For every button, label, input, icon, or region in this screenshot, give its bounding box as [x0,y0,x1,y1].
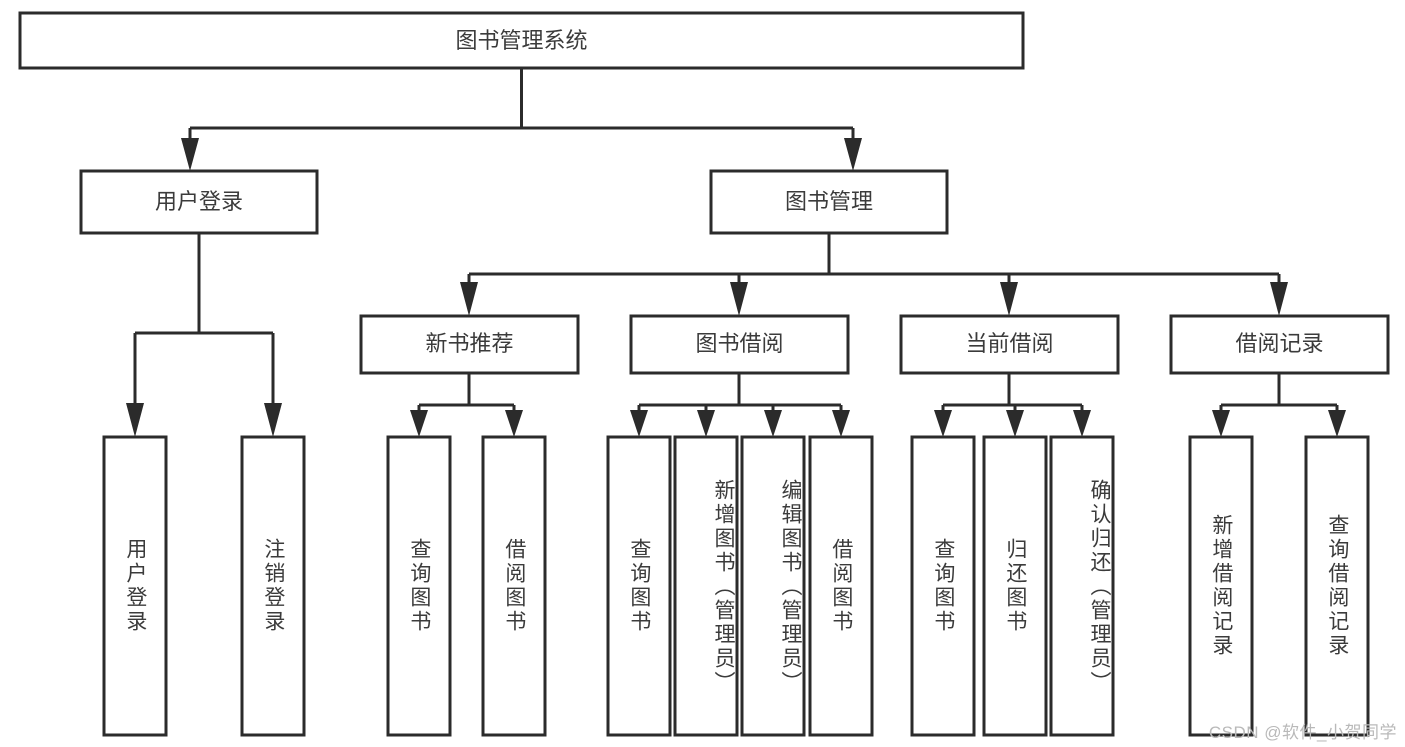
node-new-book-recommend[interactable]: 新书推荐 [359,314,580,375]
node-leaf-query-book-cur-box[interactable] [910,435,976,737]
arrow-head-icon [1006,410,1024,437]
connector-root-to-level2 [181,68,862,171]
node-book-borrow-box [629,314,850,375]
connector-borrow-record-to-leaves [1212,373,1346,437]
arrow-head-icon [1212,410,1230,437]
node-user-login-box [79,169,319,235]
arrow-head-icon [460,282,478,316]
csdn-watermark: CSDN @软件_小贺同学 [1208,723,1397,742]
node-root-box [18,11,1025,70]
arrow-head-icon [505,410,523,437]
arrow-head-icon [730,282,748,316]
node-book-manage[interactable]: 图书管理 [709,169,949,235]
arrow-head-icon [844,138,862,171]
node-current-borrow[interactable]: 当前借阅 [899,314,1120,375]
arrow-head-icon [630,410,648,437]
node-leaf-borrow-book-brw-box[interactable] [808,435,874,737]
node-book-borrow-label: 图书借阅 [695,331,783,356]
node-leaf-edit-book-admin-box[interactable] [740,435,806,737]
leaf-boxes [102,435,1370,737]
node-leaf-return-book-box[interactable] [982,435,1048,737]
arrow-head-icon [1073,410,1091,437]
node-user-login[interactable]: 用户登录 [79,169,319,235]
node-leaf-user-logout-box[interactable] [240,435,306,737]
arrow-head-icon [764,410,782,437]
node-borrow-record-box [1169,314,1390,375]
node-borrow-record-label: 借阅记录 [1235,331,1323,356]
node-current-borrow-box [899,314,1120,375]
node-book-manage-box [709,169,949,235]
node-leaf-borrow-book-rec-box[interactable] [481,435,547,737]
node-root[interactable]: 图书管理系统 [18,11,1025,70]
arrow-head-icon [1000,282,1018,316]
connector-user-login-to-leaves [126,233,282,437]
node-new-book-recommend-box [359,314,580,375]
arrow-head-icon [1270,282,1288,316]
node-root-label: 图书管理系统 [455,28,587,53]
node-book-manage-label: 图书管理 [785,189,873,214]
arrow-head-icon [697,410,715,437]
node-leaf-add-borrow-record-box[interactable] [1188,435,1254,737]
node-current-borrow-label: 当前借阅 [965,331,1053,356]
node-new-book-recommend-label: 新书推荐 [425,331,513,356]
arrow-head-icon [832,410,850,437]
node-leaf-query-book-rec-box[interactable] [386,435,452,737]
arrow-head-icon [1328,410,1346,437]
connector-book-borrow-to-leaves [630,373,850,437]
node-book-borrow[interactable]: 图书借阅 [629,314,850,375]
arrow-head-icon [934,410,952,437]
node-user-login-label: 用户登录 [155,189,243,214]
arrow-head-icon [181,138,199,171]
node-leaf-user-login-box[interactable] [102,435,168,737]
node-leaf-query-book-brw-box[interactable] [606,435,672,737]
connector-new-book-recommend-to-leaves [410,373,523,437]
node-leaf-query-borrow-record-box[interactable] [1304,435,1370,737]
connector-book-manage-to-level3 [460,233,1288,316]
arrow-head-icon [410,410,428,437]
node-leaf-add-book-admin-box[interactable] [673,435,739,737]
arrow-head-icon [126,403,144,437]
arrow-head-icon [264,403,282,437]
connector-current-borrow-to-leaves [934,373,1091,437]
node-leaf-confirm-return-admin-box[interactable] [1049,435,1115,737]
node-borrow-record[interactable]: 借阅记录 [1169,314,1390,375]
